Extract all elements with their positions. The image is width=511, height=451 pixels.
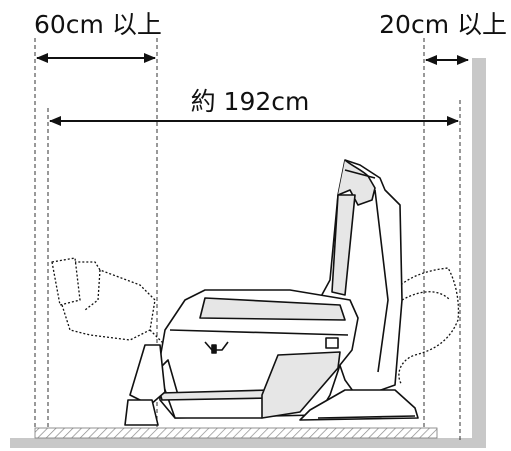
wall (472, 58, 486, 446)
rear-clearance-label: 20cm 以上 (379, 10, 507, 39)
front-clearance-label: 60cm 以上 (34, 10, 162, 39)
reclined-backrest-outline (394, 267, 460, 386)
massage-chair-icon (51, 159, 460, 426)
chair-side-panel (261, 351, 341, 419)
floor (10, 438, 486, 448)
floor-mat (34, 427, 438, 439)
extended-footrest-outline (51, 257, 179, 346)
total-length-label: 約 192cm (191, 87, 310, 116)
